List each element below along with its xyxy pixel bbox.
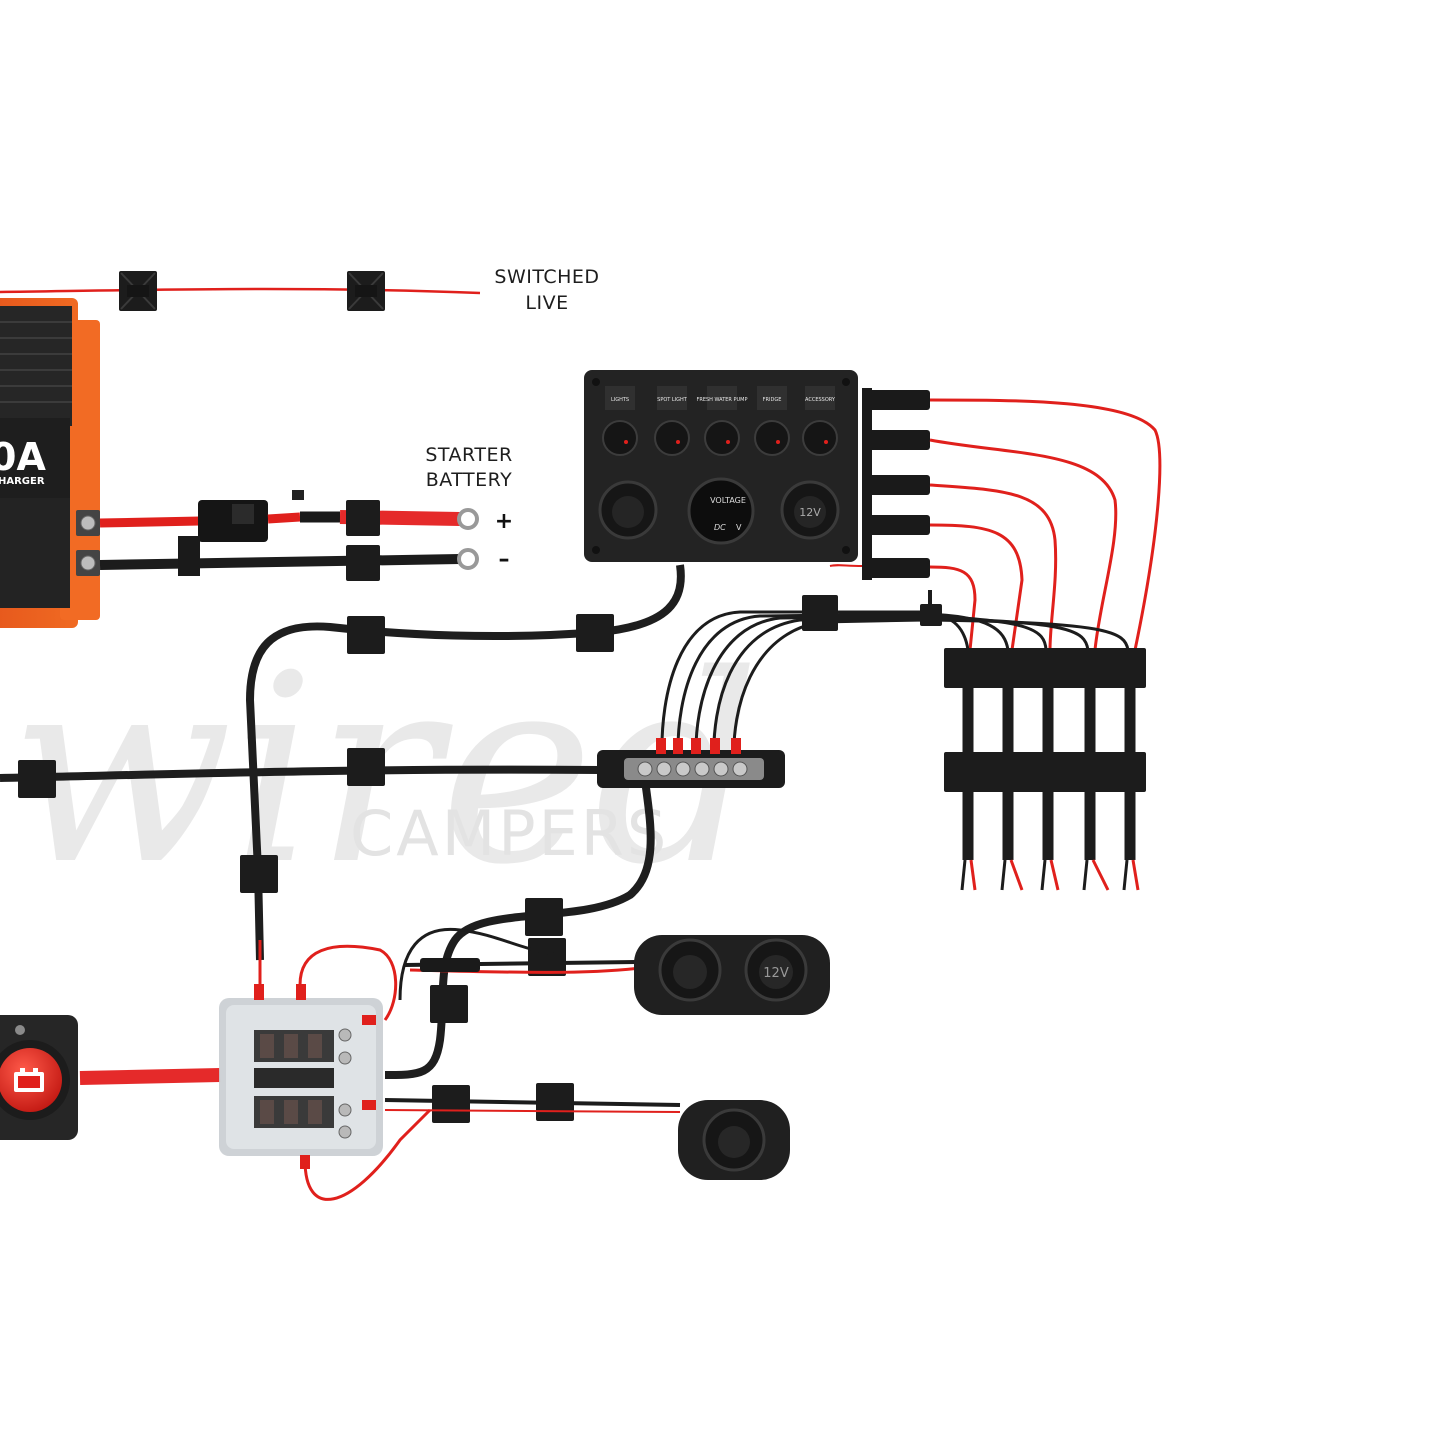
load-cable-rails <box>944 648 1146 891</box>
cable-clip-icon <box>528 938 566 976</box>
svg-text:12V: 12V <box>763 966 789 981</box>
usb-socket-icon[interactable] <box>598 480 658 540</box>
single-socket-panel <box>678 1100 790 1180</box>
watermark-word: CAMPERS <box>350 797 669 870</box>
svg-text:SPOT LIGHT: SPOT LIGHT <box>657 397 688 403</box>
usb-socket-icon[interactable] <box>702 1108 766 1172</box>
cable-clip-icon <box>346 500 380 536</box>
switched-live-label-2: LIVE <box>525 292 568 314</box>
charger-amp-text: 0A <box>0 435 46 479</box>
negative-trunk-cable <box>0 564 685 1079</box>
battery-isolator-icon[interactable] <box>0 1015 78 1140</box>
cable-clip-icon <box>430 985 468 1023</box>
cable-clip-icon <box>432 1085 470 1123</box>
cable-clip-icon <box>576 614 614 652</box>
svg-text:LIGHTS: LIGHTS <box>611 397 629 403</box>
cable-clip-icon <box>346 545 380 581</box>
fuse-box-icon <box>219 984 383 1169</box>
switch-label-water-pump: FRESH WATER PUMP <box>696 386 748 410</box>
switch-panel: LIGHTS SPOT LIGHT FRESH WATER PUMP FRIDG… <box>584 370 858 562</box>
cable-clip-icon <box>525 898 563 936</box>
svg-text:FRESH WATER PUMP: FRESH WATER PUMP <box>696 397 747 403</box>
cable-clip-icon <box>802 595 838 631</box>
cable-clip-icon <box>347 748 385 786</box>
cable-clip-icon <box>347 616 385 654</box>
switched-live-label-1: SWITCHED <box>494 266 599 288</box>
cable-clip-icon <box>240 855 278 893</box>
rocker-switch-icon[interactable] <box>704 420 740 456</box>
12v-socket-icon[interactable]: 12V <box>744 938 808 1002</box>
dc-dc-charger: 0A HARGER <box>0 298 100 628</box>
switch-label-accessory: ACCESSORY <box>805 386 836 410</box>
switch-output-wires <box>829 398 1162 651</box>
charger-sub-text: HARGER <box>0 476 45 487</box>
cable-clip-icon <box>119 271 157 311</box>
rocker-switch-icon[interactable] <box>654 420 690 456</box>
inline-fuse-holders <box>862 388 930 580</box>
starter-battery-label-1: STARTER <box>425 444 512 466</box>
dual-socket-panel: 12V <box>634 935 830 1015</box>
12v-socket-icon[interactable]: 12V <box>780 480 840 540</box>
cable-clip-icon <box>920 604 942 626</box>
svg-text:V: V <box>736 523 742 532</box>
negative-wires <box>660 590 1130 761</box>
switch-label-fridge: FRIDGE <box>757 386 787 410</box>
voltmeter-display: VOLTAGE DC V <box>687 477 755 545</box>
starter-battery-label-2: BATTERY <box>426 469 513 491</box>
fuse-box-wiring <box>79 927 681 1201</box>
negative-sign: – <box>499 547 510 572</box>
rocker-switch-icon[interactable] <box>802 420 838 456</box>
usb-socket-icon[interactable] <box>658 938 722 1002</box>
svg-text:VOLTAGE: VOLTAGE <box>710 496 746 505</box>
svg-text:12V: 12V <box>799 506 821 519</box>
svg-text:FRIDGE: FRIDGE <box>763 397 782 403</box>
switch-label-spot-light: SPOT LIGHT <box>657 386 688 410</box>
rocker-switch-icon[interactable] <box>602 420 638 456</box>
cable-clip-icon <box>347 271 385 311</box>
starter-battery-cables <box>99 490 479 576</box>
switch-label-lights: LIGHTS <box>605 386 635 410</box>
svg-text:ACCESSORY: ACCESSORY <box>805 397 836 403</box>
cable-clip-icon <box>18 760 56 798</box>
svg-text:DC: DC <box>714 523 726 532</box>
rocker-switch-icon[interactable] <box>754 420 790 456</box>
positive-sign: + <box>495 509 513 534</box>
switched-live-wire <box>0 287 481 295</box>
negative-busbar <box>597 738 785 788</box>
